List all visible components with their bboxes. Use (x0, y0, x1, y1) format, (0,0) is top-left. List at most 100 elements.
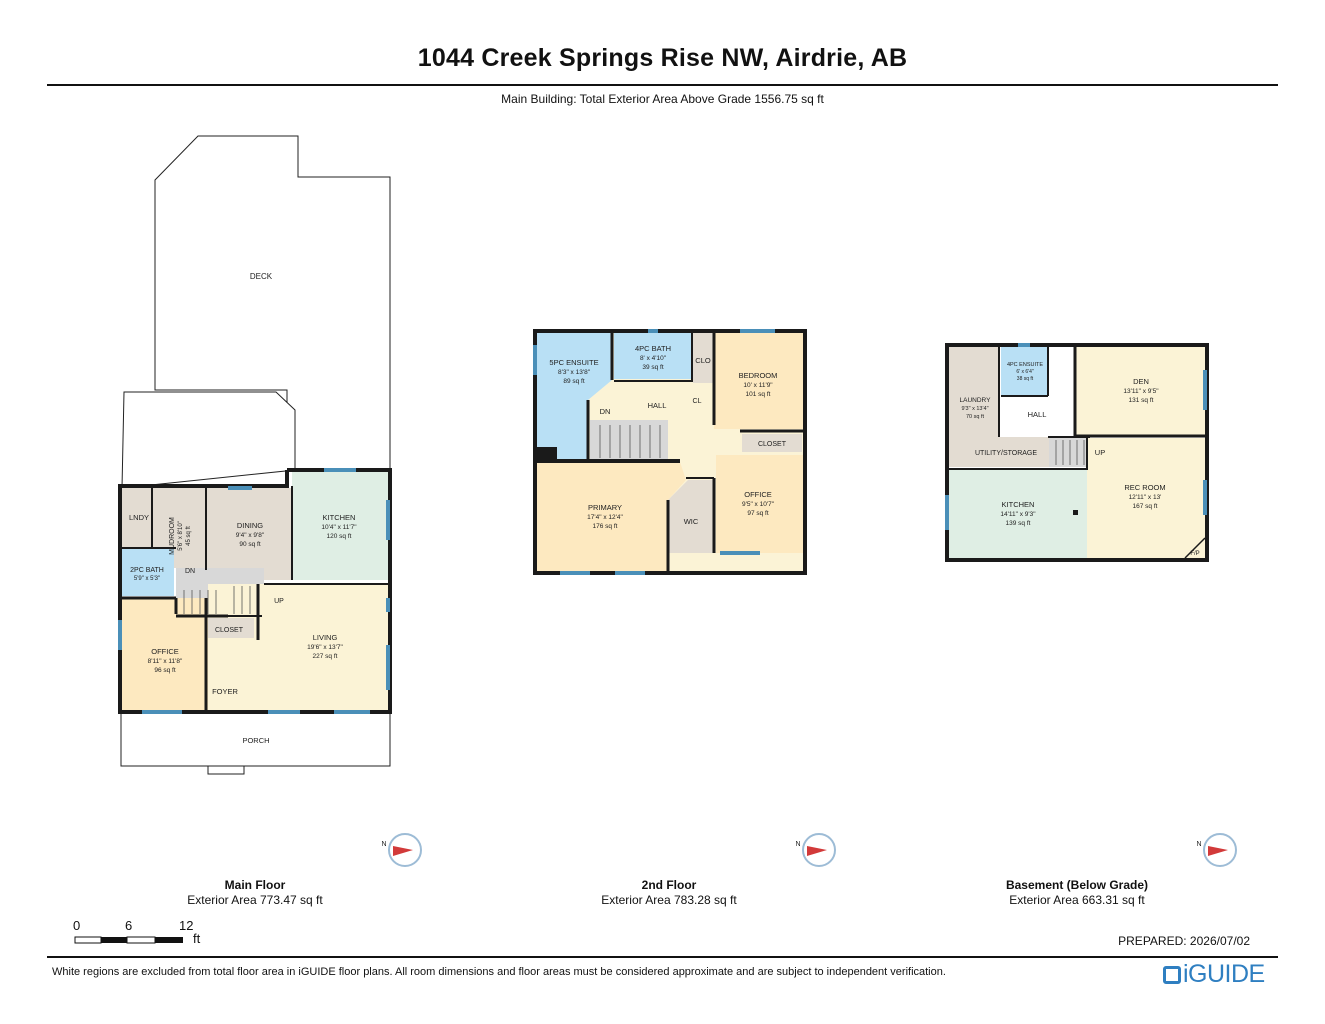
bkitchen-room (949, 470, 1087, 558)
rec-area: 167 sq ft (1133, 503, 1158, 510)
scale-bar (74, 936, 183, 944)
main-dn-label: DN (185, 568, 195, 575)
office2-dim: 9'5" x 10'7" (742, 501, 775, 508)
stair2-treads (599, 425, 661, 458)
main-closet-label: CLOSET (215, 627, 244, 634)
second-floor-plan: 5PC ENSUITE 8'3" x 13'8" 89 sq ft 4PC BA… (533, 329, 807, 575)
stair3-area (1049, 437, 1089, 467)
bath4-label: 4PC BATH (635, 344, 671, 353)
dining-dim: 9'4" x 9'8" (236, 532, 265, 539)
wic-room (668, 480, 714, 553)
stair2-newel (537, 447, 557, 461)
ensuite4-area: 38 sq ft (1017, 376, 1034, 382)
floor-caption-main: Main Floor Exterior Area 773.47 sq ft (105, 878, 405, 908)
wic-label: WIC (684, 517, 699, 526)
den-label: DEN (1133, 377, 1149, 386)
primary-room (537, 462, 686, 571)
den-dim: 13'11" x 9'5" (1123, 388, 1159, 395)
subtitle: Main Building: Total Exterior Area Above… (501, 92, 824, 106)
living-label: LIVING (313, 633, 338, 642)
second-floor-windows (533, 329, 775, 575)
bedroom-dim: 10' x 11'9" (743, 382, 773, 389)
bhall-label: HALL (1028, 410, 1047, 419)
svg-text:N: N (1196, 841, 1201, 848)
scale-label-12: 12 (179, 918, 194, 933)
floor-name: Main Floor (224, 878, 286, 892)
main-floor-windows (118, 468, 390, 714)
office2-label: OFFICE (744, 490, 772, 499)
laundry-area: 70 sq ft (966, 414, 985, 420)
floor-name: 2nd Floor (641, 878, 697, 892)
bup-label: UP (1095, 448, 1105, 457)
office-dim: 8'11" x 11'8" (148, 658, 183, 665)
bkitchen-area: 139 sq ft (1006, 520, 1031, 527)
rec-dim: 12'11" x 13' (1129, 494, 1162, 501)
living-area: 227 sq ft (313, 653, 338, 660)
foyer-label: FOYER (212, 687, 238, 696)
disclaimer: White regions are excluded from total fl… (52, 966, 946, 978)
cl-label: CL (693, 398, 702, 405)
clo-room (693, 333, 713, 383)
bkitchen-label: KITCHEN (1002, 500, 1035, 509)
iguide-logo-icon (1163, 966, 1181, 984)
kitchen-dim: 10'4" x 11'7" (321, 524, 357, 531)
scale-label-6: 6 (125, 918, 133, 933)
mudroom-dim: 5'6" x 8'10" (178, 521, 184, 551)
clo-label: CLO (695, 356, 711, 365)
floor-caption-2nd: 2nd Floor Exterior Area 783.28 sq ft (519, 878, 819, 908)
bath4-dim: 8' x 4'10" (640, 355, 667, 362)
ensuite4-room (1001, 347, 1047, 395)
footer-rule (47, 956, 1278, 958)
primary-area: 176 sq ft (593, 523, 618, 530)
den-area: 131 sq ft (1129, 397, 1154, 404)
bath4-area: 39 sq ft (642, 364, 664, 371)
compass-icon: N (795, 833, 836, 867)
dining-room (206, 488, 292, 580)
basement-windows (945, 343, 1207, 530)
main-floor-walls (118, 468, 392, 714)
hall2-label: HALL (648, 401, 667, 410)
svg-text:N: N (381, 841, 386, 848)
primary-label: PRIMARY (588, 503, 622, 512)
bath4-room (614, 333, 692, 379)
ensuite5-area: 89 sq ft (563, 378, 585, 385)
office-area: 96 sq ft (154, 667, 176, 674)
main-floor-plan: DECK LNDY MUDROOM 5'6" x 8'10" 45 sq ft … (118, 135, 392, 775)
basement-plan: LAUNDRY 9'3" x 13'4" 70 sq ft 4PC ENSUIT… (945, 343, 1209, 562)
second-floor-walls (533, 329, 807, 575)
laundry-label: LAUNDRY (960, 397, 992, 404)
title-rule (47, 84, 1278, 86)
bkitchen-dim: 14'11" x 9'3" (1000, 511, 1036, 518)
main-up-label: UP (274, 598, 284, 605)
den-room (1076, 347, 1205, 435)
floor-caption-basement: Basement (Below Grade) Exterior Area 663… (927, 878, 1227, 908)
primary-dim: 17'4" x 12'4" (587, 514, 623, 521)
utility-room (949, 437, 1049, 467)
laundry-dim: 9'3" x 13'4" (961, 406, 988, 412)
compass-icon: N (1196, 833, 1237, 867)
basement-post (1073, 510, 1078, 515)
ensuite5-label: 5PC ENSUITE (549, 358, 598, 367)
closet-room (208, 618, 254, 638)
ensuite4-label: 4PC ENSUITE (1007, 362, 1043, 368)
prepared-date: PREPARED: 2026/07/02 (1118, 934, 1250, 948)
stair3-treads (1055, 440, 1085, 465)
closet2-room (742, 434, 802, 452)
office-label: OFFICE (151, 647, 179, 656)
deck-label: DECK (250, 272, 273, 281)
mudroom-label: MUDROOM (169, 517, 176, 555)
bedroom-area: 101 sq ft (746, 391, 771, 398)
rec-room (1087, 438, 1205, 558)
deck-outline (154, 135, 391, 471)
ensuite5-room (537, 333, 612, 460)
office2-area: 97 sq ft (747, 510, 769, 517)
porch-step (207, 765, 245, 775)
lndy-room (122, 488, 152, 548)
porch-outline (120, 711, 391, 767)
bedroom-room (714, 333, 804, 429)
floor-area: Exterior Area 773.47 sq ft (187, 893, 323, 907)
floor-name: Basement (Below Grade) (1005, 878, 1149, 892)
page-title: 1044 Creek Springs Rise NW, Airdrie, AB (417, 44, 908, 72)
svg-text:N: N (795, 841, 800, 848)
